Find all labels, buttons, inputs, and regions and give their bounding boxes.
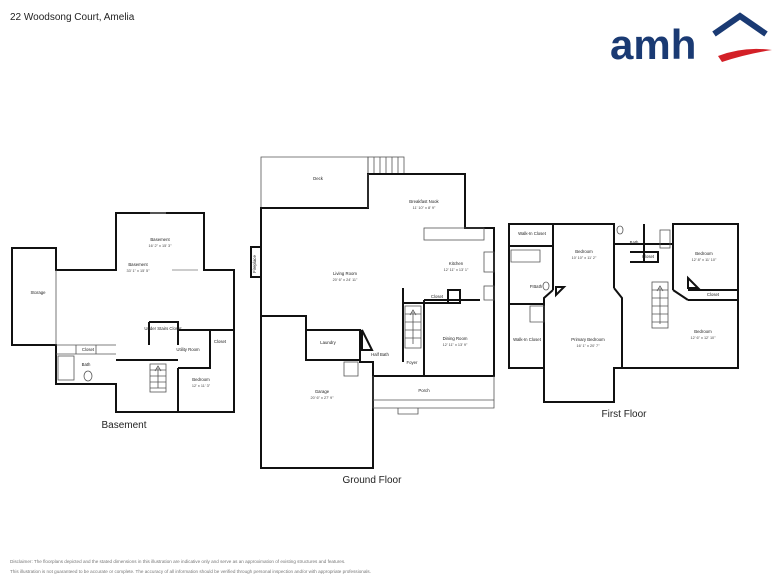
storage-name: Storage — [30, 290, 46, 295]
kitchen-dim: 12' 11" x 13' 1" — [444, 268, 469, 272]
basement-upper-dim: 16' 2" x 15' 3" — [149, 244, 173, 248]
fireplace-name: Fireplace — [252, 255, 257, 273]
porch-name: Porch — [418, 388, 430, 393]
laundry-name: Laundry — [320, 340, 336, 345]
pbath-name: P.Bath — [530, 284, 543, 289]
breakfast-nook-dim: 11' 10" x 8' 9" — [413, 206, 436, 210]
breakfast-nook-name: Breakfast Nook — [409, 199, 439, 204]
first-floor-stairs — [651, 281, 669, 329]
dining-room-dim: 12' 11" x 13' 9" — [443, 343, 468, 347]
living-room-name: Living Room — [333, 271, 357, 276]
basement-bedroom-name: Bedroom — [192, 377, 210, 382]
kitchen-name: Kitchen — [449, 261, 464, 266]
basement-floor: Basement 16' 2" x 15' 3" Basement 33' 1"… — [11, 212, 235, 431]
garage-dim: 20' 6" x 27' 9" — [311, 396, 335, 400]
foyer-name: Foyer — [407, 360, 419, 365]
first-closet-right-name: Closet — [707, 292, 720, 297]
logo-wordmark: amh — [610, 21, 696, 68]
basement-label: Basement — [101, 420, 146, 431]
deck-stairs — [367, 156, 405, 175]
disclaimer: Disclaimer: The floorplans depicted and … — [10, 557, 371, 577]
first-floor: Walk-In Closet Bedroom 10' 10" x 11' 2" … — [508, 223, 739, 420]
garage-name: Garage — [315, 389, 330, 394]
deck-name: Deck — [313, 176, 324, 181]
walkin-closet-left-name: Walk-In Closet — [513, 337, 542, 342]
bedroom-lower-dim: 12' 6" x 12' 10" — [690, 336, 716, 340]
under-stairs-name: Under Stairs Closet — [144, 326, 182, 331]
logo-roof-icon — [712, 12, 768, 37]
disclaimer-line-2: This illustration is not guaranteed to b… — [10, 569, 371, 574]
ground-floor: Deck Breakfast Nook 11' 10" x 8' 9" Fire… — [250, 156, 495, 486]
closet-small-name: Closet — [642, 254, 655, 259]
basement-main-name: Basement — [128, 262, 148, 267]
bedroom-right-name: Bedroom — [695, 251, 713, 256]
basement-main-dim: 33' 1" x 15' 5" — [127, 269, 151, 273]
property-address: 22 Woodsong Court, Amelia — [10, 12, 135, 23]
basement-closet-right-name: Closet — [214, 339, 227, 344]
ground-stairs — [404, 305, 422, 349]
bedroom-top-dim: 10' 10" x 11' 2" — [572, 256, 597, 260]
bath-top-name: Bath — [630, 240, 639, 245]
basement-bath-name: Bath — [82, 362, 91, 367]
living-room-dim: 20' 6" x 24' 11" — [333, 278, 358, 282]
primary-bedroom-dim: 16' 1" x 20' 7" — [577, 344, 601, 348]
bedroom-top-name: Bedroom — [575, 249, 593, 254]
bedroom-lower-name: Bedroom — [694, 329, 712, 334]
basement-closet-bath-name: Closet — [82, 347, 95, 352]
first-floor-label: First Floor — [602, 409, 648, 420]
bedroom-right-dim: 12' 8" x 11' 10" — [692, 258, 717, 262]
basement-stairs — [149, 363, 167, 393]
utility-room-name: Utility Room — [176, 347, 200, 352]
half-bath-name: Half Bath — [371, 352, 389, 357]
amh-logo: amh — [610, 12, 772, 68]
ground-floor-label: Ground Floor — [343, 475, 403, 486]
basement-upper-name: Basement — [150, 237, 170, 242]
primary-bedroom-name: Primary Bedroom — [571, 337, 605, 342]
dining-room-name: Dining Room — [443, 336, 468, 341]
basement-bedroom-dim: 12' x 11' 3" — [192, 384, 211, 388]
logo-swoosh-icon — [718, 48, 772, 62]
ground-closet-name: Closet — [431, 294, 444, 299]
disclaimer-line-1: Disclaimer: The floorplans depicted and … — [10, 559, 346, 564]
walkin-closet-top-name: Walk-In Closet — [518, 231, 547, 236]
